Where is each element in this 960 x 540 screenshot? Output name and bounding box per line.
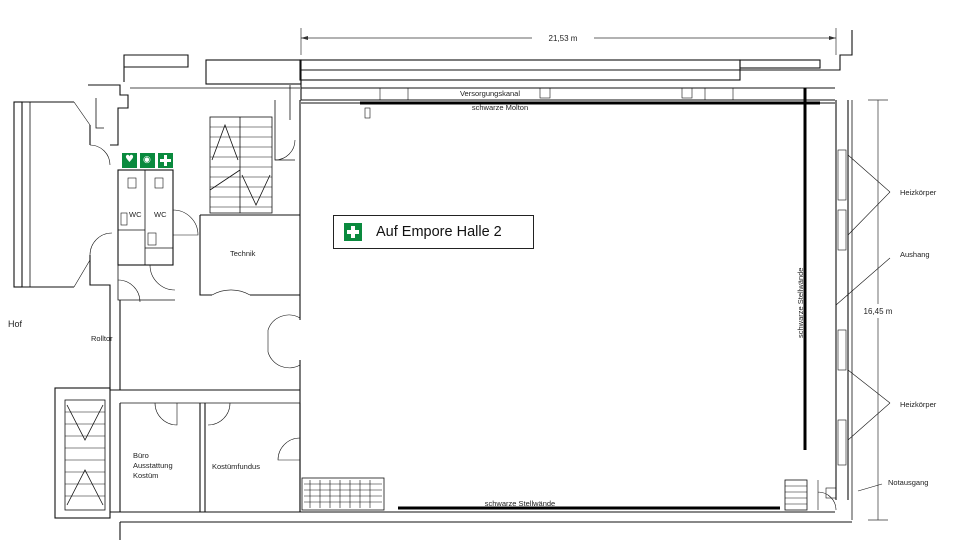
stellwaende-vertical-label: schwarze Stellwände	[796, 268, 805, 338]
technik-room: Technik	[199, 214, 300, 296]
left-wall-lower	[109, 300, 300, 404]
annotations-right: Heizkörper Aushang Heizkörper Notausgang	[835, 154, 937, 492]
wc-block: WC WC	[117, 169, 199, 303]
height-dimension: 16,45 m	[860, 99, 900, 521]
hof-label: Hof	[8, 319, 23, 329]
porch-left	[13, 84, 129, 300]
wc-right-label: WC	[154, 210, 167, 219]
bottom-wall: schwarze Stellwände	[110, 477, 852, 540]
buero-label-line3: Kostüm	[133, 471, 158, 480]
empore-note: Auf Empore Halle 2	[333, 215, 534, 249]
wc-left-label: WC	[129, 210, 142, 219]
corridor-walls	[274, 85, 296, 161]
buero-label-line2: Ausstattung	[133, 461, 173, 470]
first-aid-icon	[158, 153, 173, 168]
technik-label: Technik	[230, 249, 256, 258]
versorgungskanal-label: Versorgungskanal	[460, 89, 520, 98]
first-aid-icon	[344, 223, 362, 241]
versorgungskanal: Versorgungskanal schwarze Molton	[360, 89, 820, 112]
lower-rooms: Büro Ausstattung Kostüm Kostümfundus	[119, 402, 301, 512]
heizkoerper-top-label: Heizkörper	[900, 188, 937, 197]
width-dimension-label: 21,53 m	[549, 34, 578, 43]
kostuemfundus-label: Kostümfundus	[212, 462, 260, 471]
rolltor-label: Rolltor	[91, 334, 113, 343]
hall-left-wall	[267, 100, 301, 512]
notausgang-label: Notausgang	[888, 478, 928, 487]
staircase-lower	[54, 387, 111, 519]
stellwaende-bottom-label: schwarze Stellwände	[485, 499, 555, 508]
right-wall	[803, 88, 853, 520]
heizkoerper-bottom-label: Heizkörper	[900, 400, 937, 409]
aed-icon	[122, 153, 137, 168]
eyewash-icon	[140, 153, 155, 168]
height-dimension-label: 16,45 m	[864, 307, 893, 316]
molton-label: schwarze Molton	[472, 103, 528, 112]
width-dimension: 21,53 m	[300, 28, 837, 55]
buero-label-line1: Büro	[133, 451, 149, 460]
empore-note-text: Auf Empore Halle 2	[376, 224, 502, 240]
aushang-label: Aushang	[900, 250, 930, 259]
staircase-upper	[209, 116, 273, 214]
